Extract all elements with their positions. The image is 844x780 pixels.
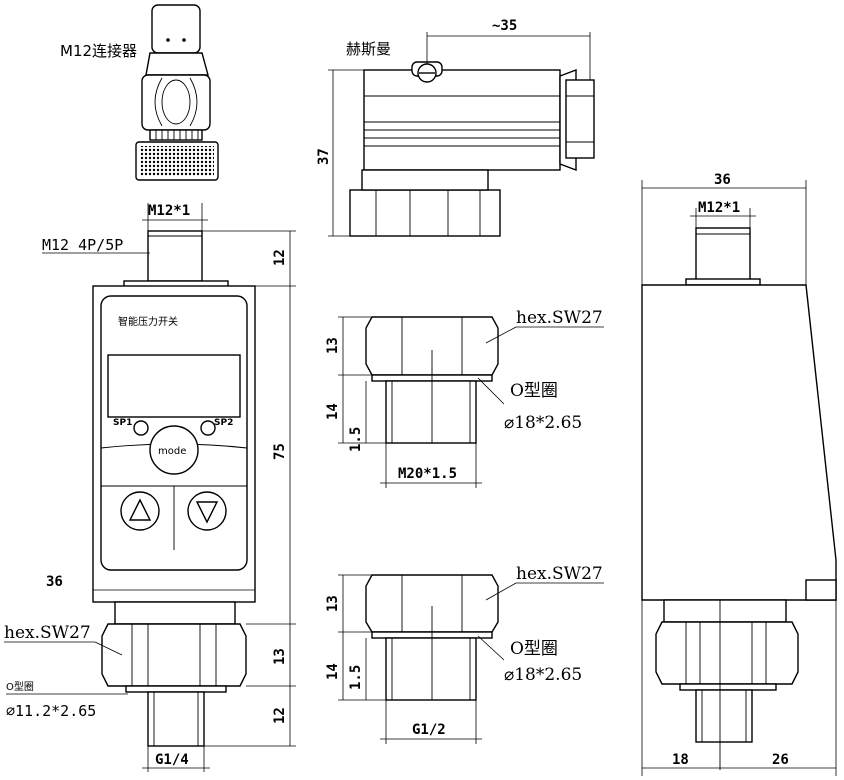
hirschmann-connector-illustration xyxy=(349,61,595,237)
oring-left-title: O型圈 xyxy=(6,680,34,693)
dim-side-right: 26 xyxy=(772,752,789,768)
dim-hirschmann-width: ~35 xyxy=(492,18,517,34)
dim-connector-height: 12 xyxy=(272,249,288,266)
m12-connector-illustration xyxy=(135,4,219,181)
fitting-m20 xyxy=(365,316,499,444)
fitting-g12 xyxy=(365,574,499,701)
dim-hex-height-left: 13 xyxy=(272,648,288,665)
front-view xyxy=(92,230,256,747)
dim-side-width: 36 xyxy=(714,172,731,188)
side-view xyxy=(641,227,837,770)
dim-body-width: 36 xyxy=(46,574,63,590)
oring-mid-bottom-size: ⌀18*2.65 xyxy=(504,665,582,685)
oring-mid-bottom-title: O型圈 xyxy=(510,639,558,659)
thread-g12-label: G1/2 xyxy=(412,722,446,738)
oring-mid-top-size: ⌀18*2.65 xyxy=(504,413,582,433)
front-m12-thread-label: M12*1 xyxy=(148,203,190,219)
dim-body-height: 75 xyxy=(272,443,288,460)
hirschmann-label: 赫斯曼 xyxy=(346,40,391,58)
sp2-label: SP2 xyxy=(214,418,233,428)
thread-g14-label: G1/4 xyxy=(155,752,189,768)
side-m12-thread-label: M12*1 xyxy=(698,200,740,216)
dim-hirschmann-height: 37 xyxy=(316,148,332,165)
dim-chamfer-mid-bottom: 1.5 xyxy=(348,665,364,690)
dim-hex-height-mid-top: 13 xyxy=(325,337,341,354)
hex-mid-bottom-label: hex.SW27 xyxy=(516,564,603,584)
dim-hex-height-mid-bottom: 13 xyxy=(325,595,341,612)
sp1-label: SP1 xyxy=(113,418,132,428)
oring-left-size: ⌀11.2*2.65 xyxy=(6,702,96,720)
dim-side-left: 18 xyxy=(672,752,689,768)
oring-mid-top-title: O型圈 xyxy=(510,381,558,401)
dim-thread-len-mid-top: 14 xyxy=(325,403,341,420)
device-label: 智能压力开关 xyxy=(118,315,178,328)
m12-connector-label: M12连接器 xyxy=(60,42,137,60)
m12-pins-label: M12 4P/5P xyxy=(42,236,123,254)
thread-m20-label: M20*1.5 xyxy=(398,466,457,482)
hex-mid-top-label: hex.SW27 xyxy=(516,308,603,328)
dim-thread-len-mid-bottom: 14 xyxy=(325,663,341,680)
dim-chamfer-mid-top: 1.5 xyxy=(348,427,364,452)
hex-left-label: hex.SW27 xyxy=(4,623,91,643)
mode-button-label: mode xyxy=(158,446,186,457)
dim-thread-len-left: 12 xyxy=(272,707,288,724)
